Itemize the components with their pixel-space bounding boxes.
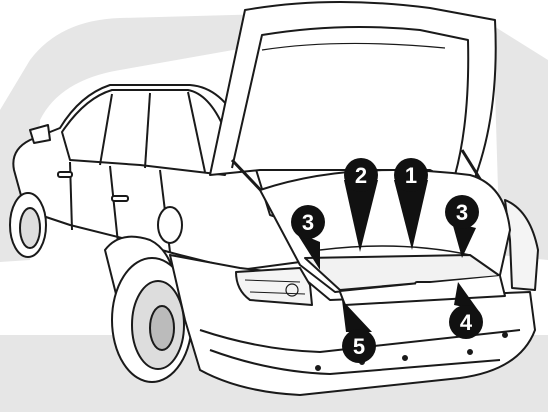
callout-1-label: 1 (405, 163, 417, 188)
callout-5-label: 5 (353, 334, 365, 359)
callout-3-right-label: 3 (456, 200, 468, 225)
callout-4: 4 (449, 305, 483, 339)
callout-3-left: 3 (291, 205, 325, 239)
callout-1: 1 (394, 158, 428, 192)
callout-4-label: 4 (460, 310, 473, 335)
callout-3-left-label: 3 (302, 210, 314, 235)
callout-3-right: 3 (445, 195, 479, 229)
callout-2-label: 2 (355, 163, 367, 188)
callout-2: 2 (344, 158, 378, 192)
callout-5: 5 (342, 329, 376, 363)
